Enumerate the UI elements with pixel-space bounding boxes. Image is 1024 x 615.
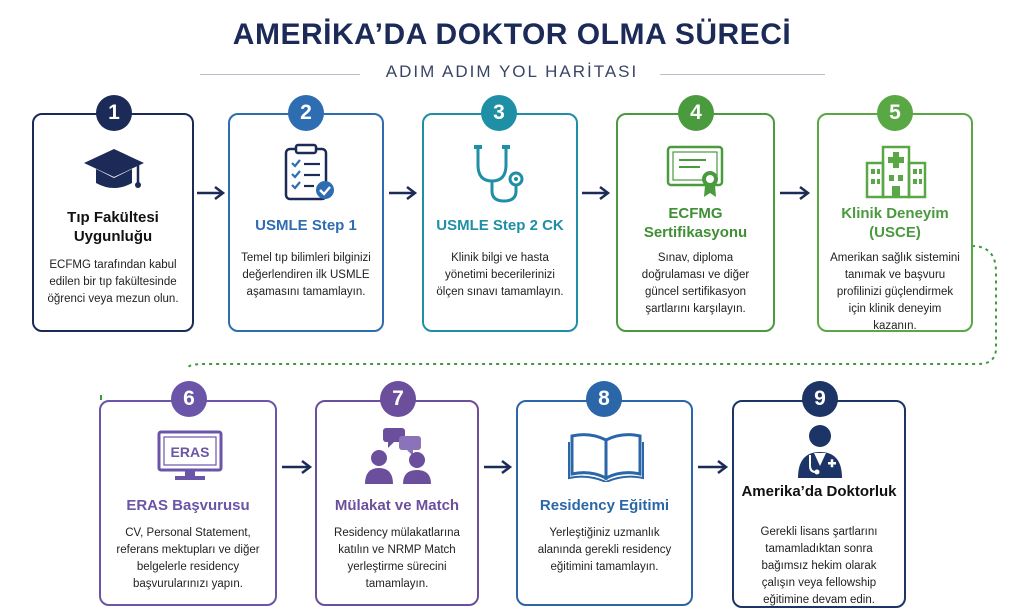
arrow-right-icon: [484, 460, 513, 474]
step-card-3: USMLE Step 2 CK Klinik bilgi ve hasta yö…: [422, 113, 578, 332]
step-number-badge: 9: [802, 381, 838, 417]
arrow-right-icon: [197, 186, 226, 200]
step-title: Amerika’da Doktorluk: [741, 483, 897, 500]
step-title: USMLE Step 1: [255, 217, 357, 234]
stethoscope-icon: [470, 143, 534, 212]
step-card-7: Mülakat ve Match Residency mülakatlarına…: [315, 400, 479, 606]
arrow-right-icon: [389, 186, 418, 200]
step-title: Klinik Deneyim (USCE): [841, 205, 949, 241]
page-title: AMERİKA’DA DOKTOR OLMA SÜRECİ: [232, 18, 792, 51]
eras-screen-text: ERAS: [171, 444, 210, 460]
hospital-icon: [863, 143, 929, 204]
arrow-right-icon: [780, 186, 811, 200]
open-book-icon: [568, 432, 644, 487]
step-number-badge: 6: [171, 381, 207, 417]
step-description: ECFMG tarafından kabul edilen bir tıp fa…: [47, 259, 179, 305]
eras-monitor-icon: ERAS: [157, 430, 223, 487]
step-title: Mülakat ve Match: [334, 497, 460, 514]
subtitle-divider-left: [200, 74, 360, 75]
checklist-clipboard-icon: [280, 143, 340, 208]
step-number-badge: 7: [380, 381, 416, 417]
step-title: ECFMG Sertifikasyonu: [643, 205, 748, 241]
interview-people-icon: [363, 426, 435, 491]
page-subtitle: ADIM ADIM YOL HARİTASI: [385, 62, 639, 81]
step-description: Yerleştiğiniz uzmanlık alanında gerekli …: [537, 527, 672, 573]
step-card-2: USMLE Step 1 Temel tıp bilimleri bilgini…: [228, 113, 384, 332]
step-title: Residency Eğitimi: [539, 497, 670, 514]
step-description: Klinik bilgi ve hasta yönetimi beceriler…: [436, 252, 564, 298]
step-card-1: Tıp Fakültesi Uygunluğu ECFMG tarafından…: [32, 113, 194, 332]
step-card-8: Residency Eğitimi Yerleştiğiniz uzmanlık…: [516, 400, 693, 606]
step-description: Temel tıp bilimleri bilginizi değerlendi…: [241, 252, 371, 298]
step-number-badge: 3: [481, 95, 517, 131]
step-description: Amerikan sağlık sistemini tanımak ve baş…: [830, 252, 960, 332]
step-description: Sınav, diploma doğrulaması ve diğer günc…: [641, 252, 750, 315]
step-number-badge: 4: [678, 95, 714, 131]
step-title: USMLE Step 2 CK: [436, 217, 564, 234]
step-number-badge: 2: [288, 95, 324, 131]
step-card-4: ECFMG Sertifikasyonu Sınav, diploma doğr…: [616, 113, 775, 332]
graduation-cap-icon: [82, 147, 146, 202]
step-number-badge: 5: [877, 95, 913, 131]
step-title: Tıp Fakültesi Uygunluğu: [67, 209, 159, 245]
certificate-icon: [666, 143, 728, 204]
step-card-5: Klinik Deneyim (USCE) Amerikan sağlık si…: [817, 113, 973, 332]
step-description: Residency mülakatlarına katılın ve NRMP …: [334, 527, 460, 590]
step-number-badge: 8: [586, 381, 622, 417]
doctor-icon: [794, 422, 846, 483]
step-description: CV, Personal Statement, referans mektupl…: [116, 527, 260, 590]
subtitle-divider-right: [660, 74, 825, 75]
step-description: Gerekli lisans şartlarını tamamladıktan …: [760, 526, 878, 606]
step-number-badge: 1: [96, 95, 132, 131]
arrow-right-icon: [582, 186, 611, 200]
step-title: ERAS Başvurusu: [126, 497, 250, 514]
arrow-right-icon: [698, 460, 729, 474]
step-card-6: ERAS ERAS Başvurusu CV, Personal Stateme…: [99, 400, 277, 606]
arrow-right-icon: [282, 460, 313, 474]
step-card-9: Amerika’da Doktorluk Gerekli lisans şart…: [732, 400, 906, 608]
